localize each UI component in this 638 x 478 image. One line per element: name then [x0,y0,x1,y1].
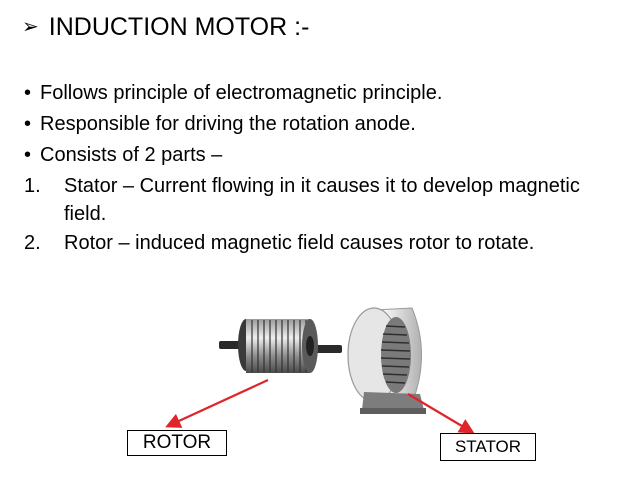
dot-bullet-icon: • [24,144,32,166]
bullet-item: •Follows principle of electromagnetic pr… [24,78,624,109]
arrowhead-bullet-icon: ➢ [22,16,39,38]
title-text: INDUCTION MOTOR :- [48,13,310,41]
stator-base [362,392,424,410]
bullet-item: •Responsible for driving the rotation an… [24,109,624,140]
item-text: Rotor – induced magnetic field causes ro… [64,232,535,254]
item-number: 1. [24,175,41,197]
rotor-label: ROTOR [127,430,227,456]
item-number: 2. [24,232,41,254]
stator-label: STATOR [440,433,536,461]
numbered-item: 1. Stator – Current flowing in it causes… [24,171,624,228]
rotor-pointer-arrow [165,379,269,428]
stator-windings [380,325,411,384]
rotor-shaft-right [312,345,342,353]
bullet-list: •Follows principle of electromagnetic pr… [24,78,624,259]
stator-pointer-arrow [407,393,475,434]
item-text: Stator – Current flowing in it causes it… [64,175,580,225]
stator-bore [381,317,411,393]
numbered-item: 2. Rotor – induced magnetic field causes… [24,228,624,259]
dot-bullet-icon: • [24,113,32,135]
slide-title: ➢ INDUCTION MOTOR :- [22,12,309,42]
rotor-illustration [219,319,342,373]
bullet-item: •Consists of 2 parts – [24,140,624,171]
motor-figure [165,307,475,434]
stator-illustration [347,307,426,414]
dot-bullet-icon: • [24,82,32,104]
